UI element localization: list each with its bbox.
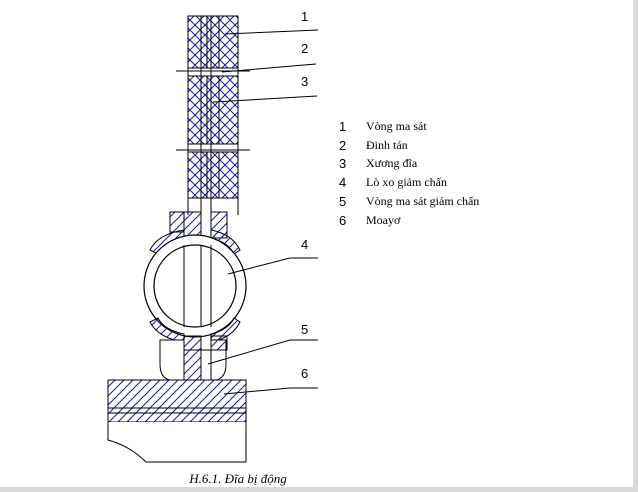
legend-num-6: 6 (339, 213, 347, 228)
callout-5: 5 (301, 322, 308, 337)
legend-num-1: 1 (339, 119, 347, 134)
legend-text-3: Xương đĩa (366, 156, 418, 170)
callout-1: 1 (301, 9, 308, 24)
legend-text-5: Vòng ma sát giảm chấn (366, 194, 480, 208)
legend-num-5: 5 (339, 194, 347, 209)
legend-num-2: 2 (339, 138, 347, 153)
legend-text-6: Moayơ (366, 213, 401, 227)
damper-flange-upper (149, 211, 241, 255)
legend-text-2: Đinh tán (366, 138, 408, 152)
callout-4: 4 (301, 237, 308, 252)
window-edge-bottom (0, 487, 638, 492)
legend-num-4: 4 (339, 175, 347, 190)
friction-ring-upper (187, 15, 239, 69)
disc-body (187, 75, 239, 145)
legend-text-1: Vòng ma sát (366, 119, 427, 133)
figure-caption: H.6.1. Đĩa bị động (189, 471, 287, 486)
legend-text-4: Lò xo giảm chấn (366, 175, 447, 189)
rivet-upper (176, 67, 250, 77)
damper-friction-ring (159, 335, 228, 381)
leader-lines (207, 29, 319, 395)
hub (107, 379, 247, 463)
callout-6: 6 (301, 366, 308, 381)
callout-2: 2 (301, 41, 308, 56)
hub-neck (183, 349, 212, 381)
friction-ring-lower (187, 151, 239, 199)
rivet-lower (176, 143, 250, 153)
callout-3: 3 (301, 74, 308, 89)
window-edge-right (633, 0, 638, 492)
legend-num-3: 3 (339, 156, 347, 171)
